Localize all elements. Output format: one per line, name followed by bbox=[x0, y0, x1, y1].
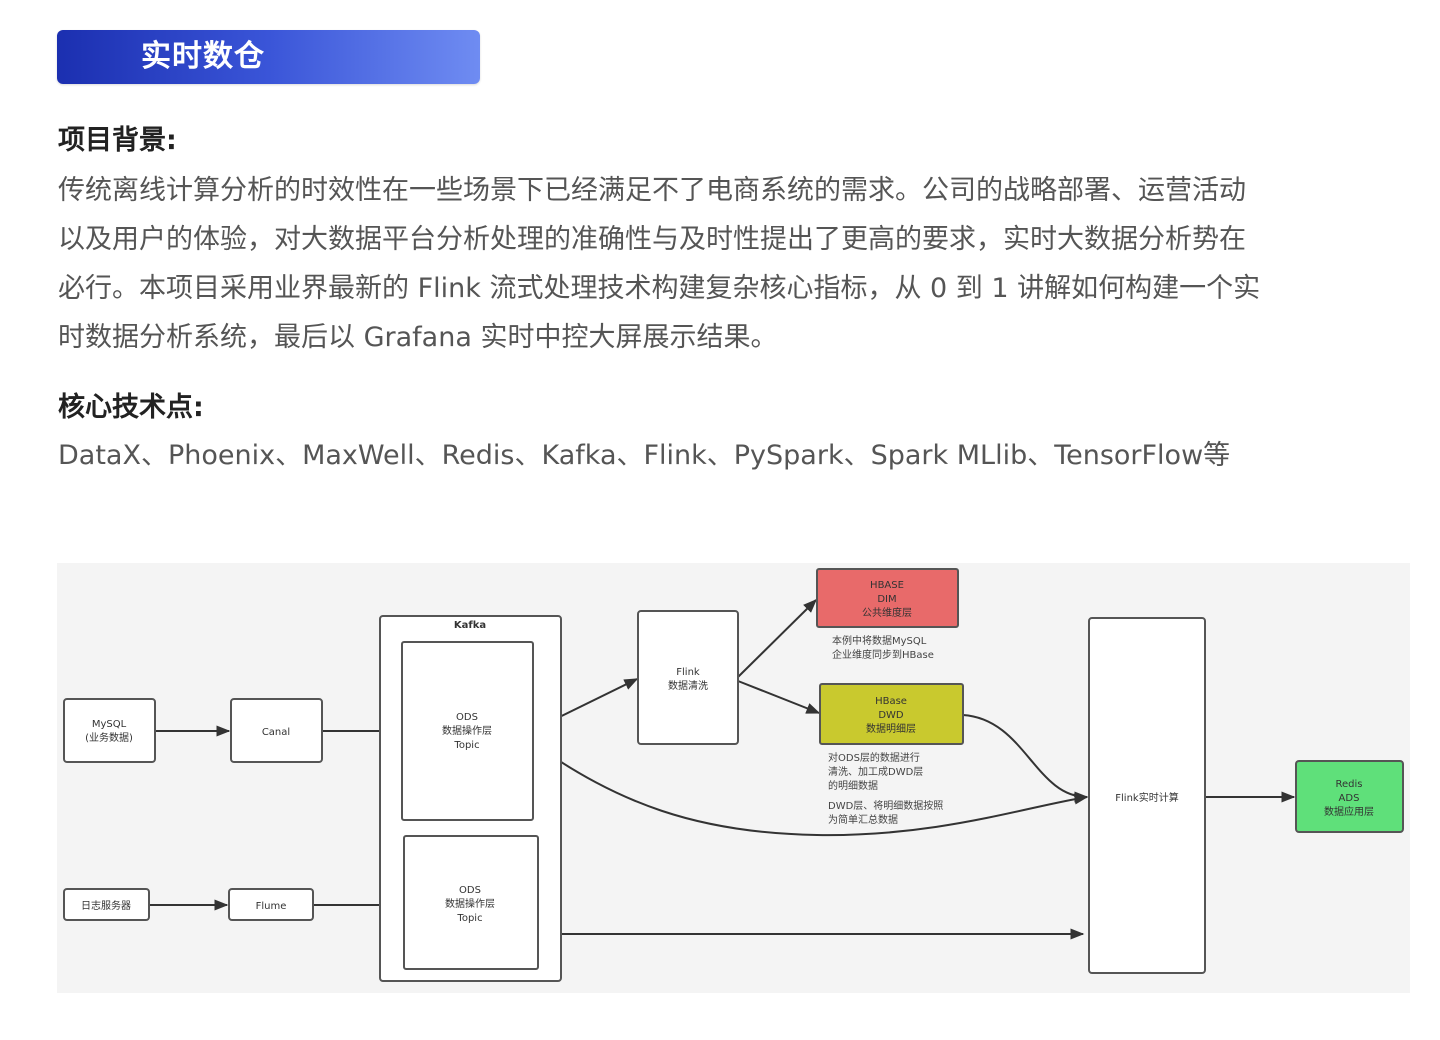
hbase-dim-sublabel: DIM bbox=[877, 594, 896, 605]
node-ods-bottom bbox=[403, 835, 539, 970]
ods-bottom-topic: Topic bbox=[456, 913, 482, 924]
redis-ads-desc: 数据应用层 bbox=[1324, 805, 1374, 818]
kafka-label: Kafka bbox=[454, 620, 486, 631]
node-canal bbox=[230, 698, 323, 763]
flink-clean-label: Flink bbox=[676, 667, 700, 678]
node-flume bbox=[228, 888, 314, 921]
node-log-server bbox=[63, 888, 150, 921]
node-hbase-dim bbox=[816, 568, 959, 628]
node-mysql bbox=[63, 698, 156, 763]
redis-ads-label: Redis bbox=[1336, 779, 1363, 790]
dwd-note: DWD层、将明细数据按照 bbox=[828, 799, 943, 812]
ods-top-topic: Topic bbox=[453, 740, 479, 751]
dwd-note: 为简单汇总数据 bbox=[828, 813, 898, 826]
node-flink-clean bbox=[637, 610, 739, 745]
ods-bottom-sublabel: 数据操作层 bbox=[445, 897, 495, 910]
mysql-label: MySQL bbox=[92, 719, 127, 730]
edge-flink-dim bbox=[737, 599, 817, 678]
edge-ods-flink-realtime bbox=[532, 742, 1089, 837]
hbase-dwd-label: HBase bbox=[875, 696, 907, 707]
node-redis-ads bbox=[1295, 760, 1404, 833]
flink-realtime-label: Flink实时计算 bbox=[1115, 791, 1178, 804]
tech-heading: 核心技术点: bbox=[58, 392, 204, 423]
edge-flink-dwd bbox=[737, 680, 821, 714]
ods-top-sublabel: 数据操作层 bbox=[442, 724, 492, 737]
node-ods-top bbox=[401, 641, 534, 821]
log-server-label: 日志服务器 bbox=[81, 899, 131, 912]
section-title: 实时数仓 bbox=[141, 39, 265, 74]
dwd-note: 对ODS层的数据进行 bbox=[828, 751, 920, 764]
flume-label: Flume bbox=[256, 901, 287, 912]
hbase-dwd-sublabel: DWD bbox=[878, 710, 904, 721]
ods-top-label: ODS bbox=[456, 712, 478, 723]
background-heading: 项目背景: bbox=[58, 125, 177, 156]
dim-note: 企业维度同步到HBase bbox=[832, 648, 934, 661]
hbase-dim-label: HBASE bbox=[870, 580, 904, 591]
dwd-note: 的明细数据 bbox=[828, 779, 878, 792]
ods-bottom-label: ODS bbox=[459, 885, 481, 896]
background-line: 传统离线计算分析的时效性在一些场景下已经满足不了电商系统的需求。公司的战略部署、… bbox=[58, 175, 1246, 206]
architecture-diagram-svg: MySQL (业务数据) Canal 日志服务器 Flume Kafka ODS… bbox=[63, 568, 1404, 982]
hbase-dwd-desc: 数据明细层 bbox=[866, 722, 916, 735]
background-line: 时数据分析系统，最后以 Grafana 实时中控大屏展示结果。 bbox=[58, 322, 778, 353]
redis-ads-sublabel: ADS bbox=[1339, 793, 1360, 804]
tech-list: DataX、Phoenix、MaxWell、Redis、Kafka、Flink、… bbox=[58, 440, 1231, 471]
architecture-diagram: MySQL (业务数据) Canal 日志服务器 Flume Kafka ODS… bbox=[57, 563, 1410, 993]
node-hbase-dwd bbox=[819, 683, 964, 745]
dim-note: 本例中将数据MySQL bbox=[832, 634, 927, 647]
background-line: 以及用户的体验，对大数据平台分析处理的准确性与及时性提出了更高的要求，实时大数据… bbox=[58, 224, 1246, 255]
node-flink-realtime bbox=[1088, 617, 1206, 974]
edge-dwd-flink-realtime bbox=[962, 714, 1089, 803]
hbase-dim-desc: 公共维度层 bbox=[862, 606, 912, 619]
flink-clean-sublabel: 数据清洗 bbox=[668, 679, 708, 692]
background-paragraph: 传统离线计算分析的时效性在一些场景下已经满足不了电商系统的需求。公司的战略部署、… bbox=[58, 166, 1413, 362]
dwd-note: 清洗、加工成DWD层 bbox=[828, 765, 923, 778]
background-line: 必行。本项目采用业界最新的 Flink 流式处理技术构建复杂核心指标，从 0 到… bbox=[58, 273, 1261, 304]
section-title-banner: 实时数仓 bbox=[57, 30, 480, 84]
mysql-sublabel: (业务数据) bbox=[85, 731, 133, 744]
canal-label: Canal bbox=[262, 727, 290, 738]
